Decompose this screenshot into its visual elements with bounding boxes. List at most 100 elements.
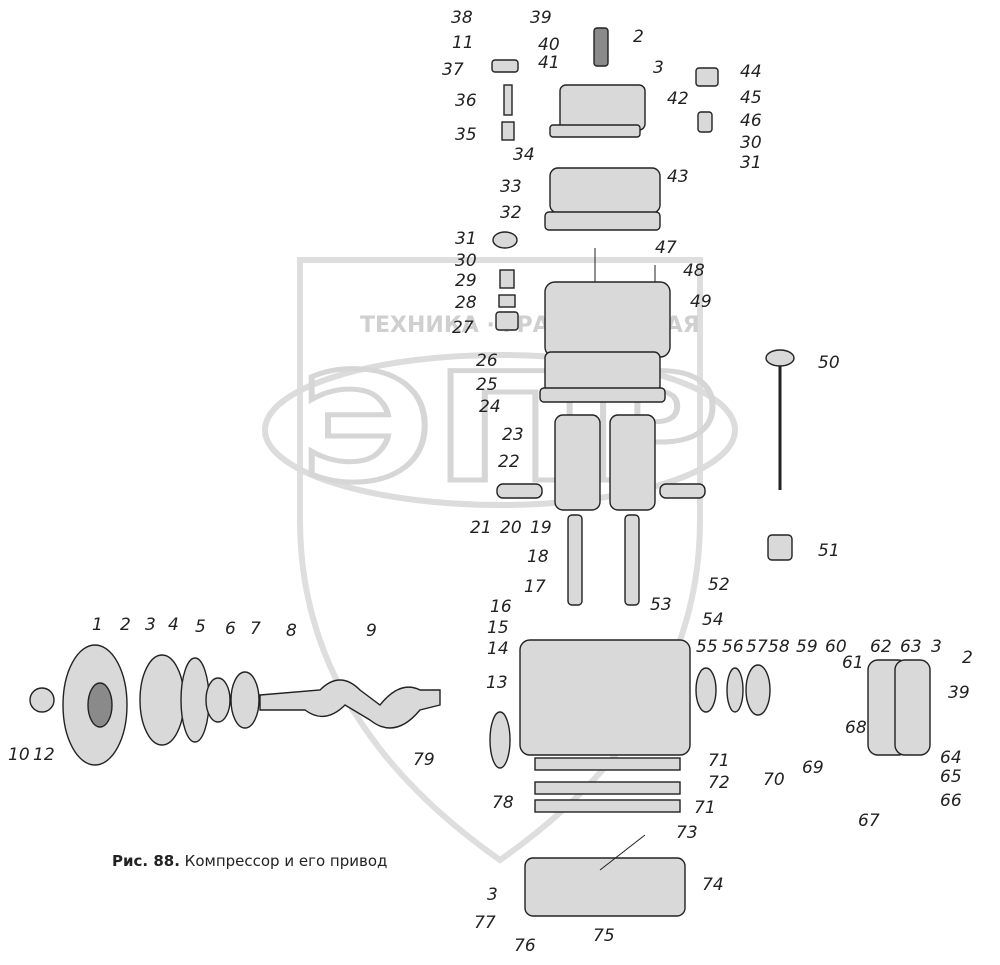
part-label: 31	[455, 229, 477, 249]
part-label: 26	[476, 351, 498, 371]
part-label: 39	[530, 8, 552, 28]
bearing-58	[745, 664, 771, 716]
part-label: 69	[802, 758, 824, 778]
part-label: 65	[940, 767, 962, 787]
part-label: 15	[487, 618, 509, 638]
piston-right	[609, 414, 656, 511]
part-label: 39	[948, 683, 970, 703]
part-label: 40	[538, 35, 560, 55]
cylinder-head	[549, 167, 661, 214]
part-label: 45	[740, 88, 762, 108]
part-label: 73	[676, 823, 698, 843]
part-labels: 38 39 11 40 41 2 3 37 44 45 36 42 46 35 …	[8, 8, 973, 956]
part-label: 74	[702, 875, 724, 895]
part-label: 48	[683, 261, 705, 281]
piston-pin-right	[659, 483, 706, 499]
gasket-5	[180, 657, 210, 743]
crankshaft-9	[259, 679, 441, 729]
part-label: 30	[740, 133, 762, 153]
part-label: 20	[500, 518, 522, 538]
part-label: 6	[225, 619, 236, 639]
caption-prefix: Рис. 88.	[112, 852, 180, 870]
part-label: 35	[455, 125, 477, 145]
part-label: 61	[842, 653, 864, 673]
part-label: 8	[286, 621, 297, 641]
watermark-oval	[262, 352, 738, 508]
part-label: 37	[442, 60, 464, 80]
seat-28	[498, 294, 516, 308]
part-label: 38	[451, 8, 473, 28]
part-label: 25	[476, 375, 498, 395]
part-label: 56	[722, 637, 744, 657]
oil-pan	[524, 857, 686, 917]
gear-78	[489, 711, 511, 769]
seal-6	[205, 677, 231, 723]
part-label: 44	[740, 62, 762, 82]
part-label: 3	[487, 885, 498, 905]
spring-29	[499, 269, 515, 289]
cover-gasket	[549, 124, 641, 138]
breather-51	[767, 534, 793, 561]
part-label: 30	[455, 251, 477, 271]
bolt-36	[503, 84, 513, 116]
part-label: 17	[524, 577, 546, 597]
part-label: 13	[486, 673, 508, 693]
cover-63	[894, 659, 931, 756]
part-label: 10	[8, 745, 30, 765]
seal-housing-4	[139, 654, 185, 746]
part-label: 2	[962, 648, 973, 668]
part-label: 33	[500, 177, 522, 197]
part-label: 49	[690, 292, 712, 312]
part-label: 36	[455, 91, 477, 111]
caption-text: Компрессор и его привод	[184, 852, 388, 870]
part-label: 41	[538, 53, 560, 73]
part-label: 4	[168, 615, 179, 635]
oil-tube-73	[599, 834, 646, 871]
crankcase-gasket-72	[534, 781, 681, 795]
figure-caption: Рис. 88. Компрессор и его привод	[112, 852, 387, 870]
dipstick-cap	[765, 349, 795, 367]
fitting-41	[593, 27, 609, 67]
part-label: 19	[530, 518, 552, 538]
part-label: 2	[633, 27, 644, 47]
part-label: 58	[768, 637, 790, 657]
part-label: 3	[653, 58, 664, 78]
bearing-7	[230, 671, 260, 729]
part-label: 76	[514, 936, 536, 956]
part-label: 57	[746, 637, 768, 657]
part-label: 64	[940, 748, 962, 768]
head-gasket	[544, 211, 661, 231]
part-label: 29	[455, 271, 477, 291]
pulley-hub	[87, 682, 113, 728]
part-label: 14	[487, 639, 509, 659]
piston-pin-20	[496, 483, 543, 499]
part-label: 42	[667, 89, 689, 109]
part-label: 31	[740, 153, 762, 173]
part-label: 78	[492, 793, 514, 813]
part-label: 52	[708, 575, 730, 595]
part-label: 2	[120, 615, 131, 635]
nut-12	[29, 687, 55, 713]
part-label: 9	[366, 621, 377, 641]
part-label: 60	[825, 637, 847, 657]
flange-37	[491, 59, 519, 73]
part-label: 34	[513, 145, 535, 165]
head-cover	[559, 84, 646, 131]
part-label: 71	[708, 751, 730, 771]
part-label: 22	[498, 452, 520, 472]
plug-44	[695, 67, 719, 87]
part-label: 3	[145, 615, 156, 635]
part-label: 66	[940, 791, 962, 811]
nut-31	[492, 231, 518, 249]
crankcase-gasket-71b	[534, 799, 681, 813]
part-label: 7	[250, 619, 261, 639]
part-label: 21	[470, 518, 492, 538]
part-label: 59	[796, 637, 818, 657]
part-label: 46	[740, 111, 762, 131]
part-label: 23	[502, 425, 524, 445]
part-label: 55	[696, 637, 718, 657]
part-label: 18	[527, 547, 549, 567]
part-label: 68	[845, 718, 867, 738]
part-label: 27	[452, 318, 474, 338]
part-label: 77	[474, 913, 496, 933]
